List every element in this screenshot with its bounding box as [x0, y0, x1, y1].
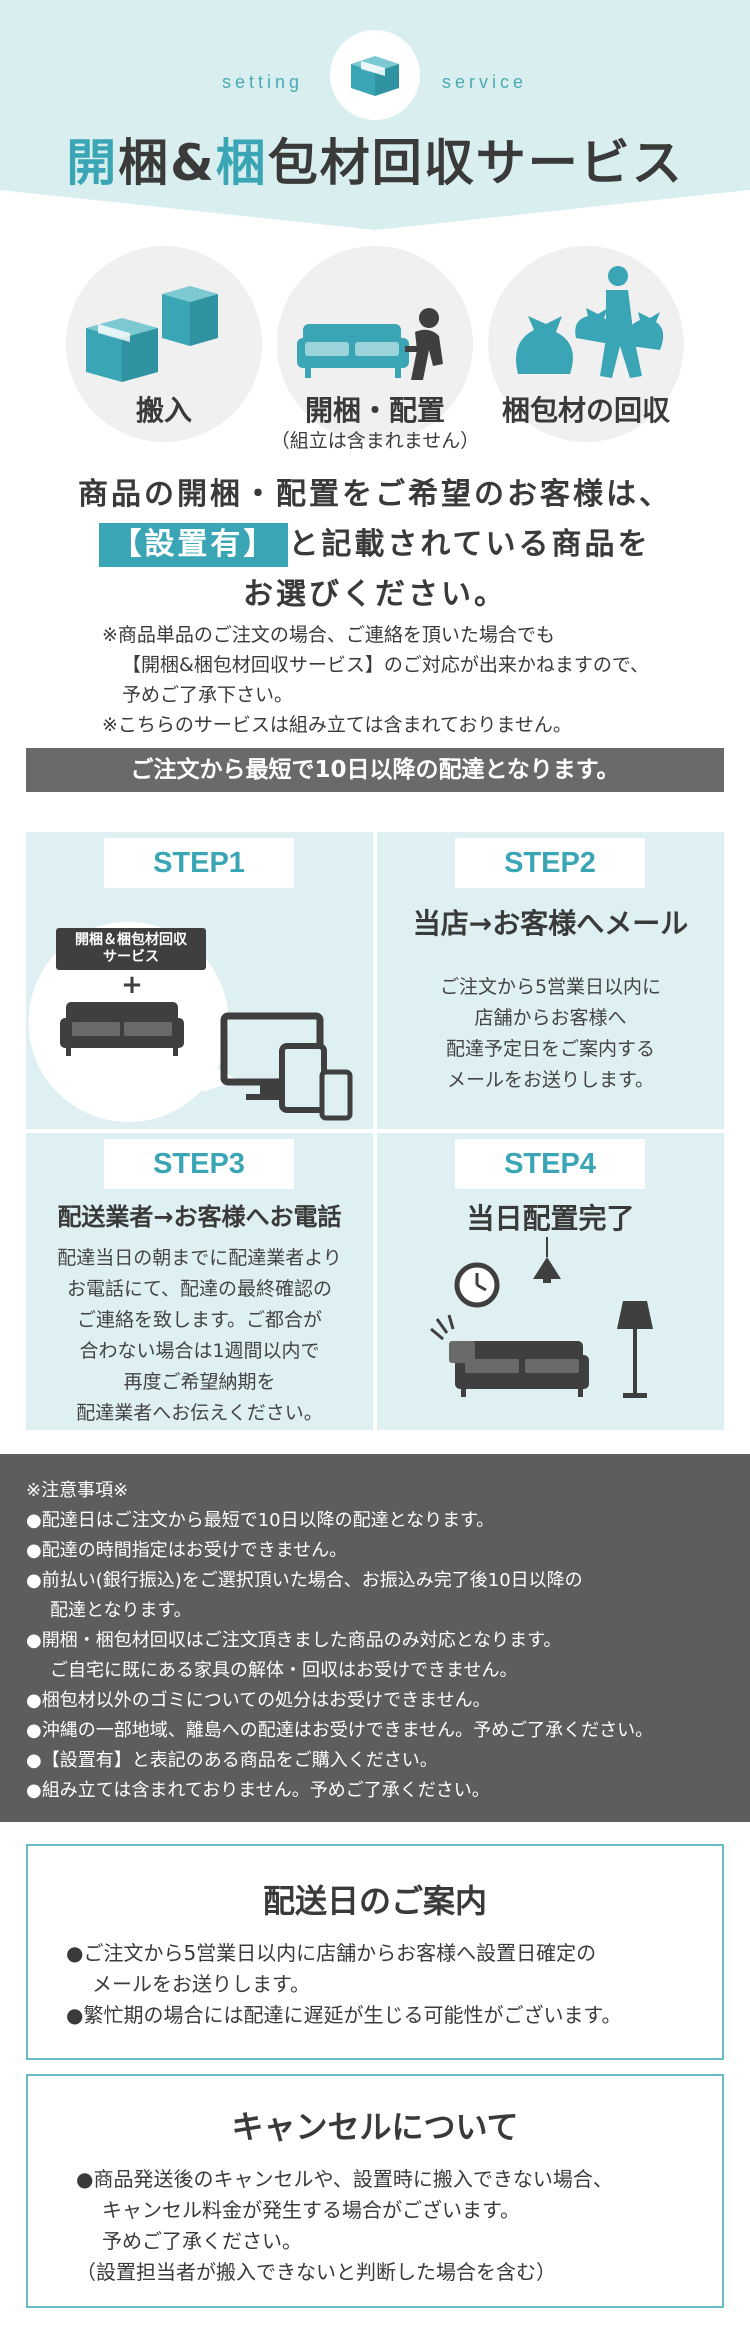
- intro-text: 商品の開梱・配置をご希望のお客様は、 【設置有】と記載されている商品を お選びく…: [0, 470, 750, 620]
- header-badge: [330, 30, 420, 120]
- step-badge: STEP3: [104, 1139, 294, 1189]
- feature-sublabel: （組立は含まれません）: [270, 430, 480, 452]
- feature-label: 梱包材の回収: [501, 394, 670, 427]
- feature-circle: 搬入: [66, 246, 262, 442]
- boxes-icon: [86, 286, 218, 382]
- step-line: 配達当日の朝までに配達業者より: [57, 1247, 342, 1269]
- delivery-line: ●繁忙期の場合には配達に遅延が生じる可能性がございます。: [66, 2003, 622, 2027]
- step-line: ご注文から5営業日以内に: [439, 976, 662, 998]
- step-3: STEP3 配送業者→お客様へお電話 配達当日の朝までに配達業者より お電話にて…: [26, 1133, 373, 1430]
- intro-line-1: 商品の開梱・配置をご希望のお客様は、: [78, 477, 672, 512]
- intro-line-2: 【設置有】と記載されている商品を: [0, 520, 750, 570]
- intro-line-3: お選びください。: [243, 577, 507, 612]
- feature-circle: 開梱・配置 （組立は含まれません）: [271, 246, 479, 452]
- feature-circle: 梱包材の回収: [488, 246, 684, 442]
- pendant-lamp-icon: [533, 1237, 561, 1283]
- delivery-notice-bar: ご注文から最短で10日以降の配達となります。: [26, 748, 724, 792]
- note-line: ※こちらのサービスは組み立ては含まれておりません。: [102, 714, 572, 736]
- delivery-line: メールをお送りします。: [92, 1972, 310, 1996]
- step-line: 再度ご希望納期を: [123, 1371, 276, 1393]
- step-line: 配達業者へお伝えください。: [76, 1402, 323, 1424]
- cardboard-box-icon: [351, 56, 399, 96]
- title-accent-2: 梱: [215, 134, 268, 192]
- step-line: ご連絡を致します。ご都合が: [76, 1309, 323, 1331]
- note-line: ※商品単品のご注文の場合、ご連絡を頂いた場合でも: [102, 624, 555, 646]
- step-body: ご注文から5営業日以内に 店舗からお客様へ 配達予定日をご案内する メールをお送…: [377, 972, 724, 1096]
- cancel-info-body: ●商品発送後のキャンセルや、設置時に搬入できない場合、 キャンセル料金が発生する…: [76, 2164, 716, 2288]
- step-line: メールをお送りします。: [446, 1069, 655, 1091]
- sofa-icon: [449, 1341, 589, 1397]
- intro-line-2-rest: と記載されている商品を: [288, 527, 651, 562]
- devices-icon: [220, 1012, 353, 1121]
- title-part-2: 梱&: [118, 134, 216, 192]
- step-line: 合わない場合は1週間以内で: [79, 1340, 320, 1362]
- note-line: 予めご了承下さい。: [122, 684, 294, 706]
- cancel-line: ●商品発送後のキャンセルや、設置時に搬入できない場合、: [76, 2167, 613, 2191]
- caution-item: ご自宅に既にある家具の解体・回収はお受けできません。: [50, 1660, 518, 1681]
- step-heading: 当日配置完了: [466, 1202, 635, 1235]
- step-4: STEP4 当日配置完了: [377, 1133, 724, 1430]
- note-line: 【開梱&梱包材回収サービス】のご対応が出来かねますので、: [122, 654, 650, 676]
- step-1-illustration: [28, 921, 353, 1123]
- cancel-line: キャンセル料金が発生する場合がございます。: [102, 2198, 520, 2222]
- garbage-bag-worker-icon: [516, 266, 664, 378]
- steps-grid: STEP1: [26, 832, 724, 1432]
- step-heading: 当店→お客様へメール: [412, 907, 689, 940]
- caution-item: ●配達日はご注文から最短で10日以降の配達となります。: [26, 1510, 495, 1531]
- service-tag: 開梱＆梱包材回収 サービス: [56, 932, 206, 966]
- feature-delivery: 搬入: [66, 246, 262, 442]
- feature-label: 搬入: [135, 394, 192, 427]
- title-accent-1: 開: [66, 134, 119, 192]
- step-badge: STEP4: [455, 1139, 645, 1189]
- caution-section: ※注意事項※ ●配達日はご注文から最短で10日以降の配達となります。 ●配達の時…: [0, 1454, 750, 1822]
- installation-tag: 【設置有】: [99, 523, 289, 567]
- service-tag-line-2: サービス: [103, 949, 159, 965]
- clock-icon: [454, 1262, 500, 1308]
- cancel-info-title: キャンセルについて: [231, 2108, 519, 2146]
- title-part-4: 包材回収サービス: [267, 134, 684, 192]
- step-line: 店舗からお客様へ: [474, 1007, 627, 1029]
- caution-item: ●沖縄の一部地域、離島への配達はお受けできません。予めご了承ください。: [26, 1720, 654, 1741]
- feature-label: 開梱・配置: [304, 394, 445, 427]
- step-2: STEP2 当店→お客様へメール ご注文から5営業日以内に 店舗からお客様へ 配…: [377, 832, 724, 1129]
- service-tag-line-1: 開梱＆梱包材回収: [75, 932, 187, 948]
- delivery-info-body: ●ご注文から5営業日以内に店舗からお客様へ設置日確定の メールをお送りします。 …: [66, 1938, 706, 2031]
- step-badge: STEP2: [455, 838, 645, 888]
- step-badge: STEP1: [104, 838, 294, 888]
- feature-packaging-collection: 梱包材の回収: [488, 246, 684, 442]
- cancel-info-box: キャンセルについて ●商品発送後のキャンセルや、設置時に搬入できない場合、 キャ…: [26, 2074, 724, 2308]
- caution-item: ●梱包材以外のゴミについての処分はお受けできません。: [26, 1690, 491, 1711]
- caution-item: ●組み立ては含まれておりません。予めご了承ください。: [26, 1780, 490, 1801]
- caution-item: ●開梱・梱包材回収はご注文頂きました商品のみ対応となります。: [26, 1630, 562, 1651]
- step-heading: 配送業者→お客様へお電話: [57, 1203, 342, 1231]
- notes: ※商品単品のご注文の場合、ご連絡を頂いた場合でも 【開梱&梱包材回収サービス】の…: [102, 620, 722, 740]
- feature-circles: 搬入 開梱・配置 （組立は含まれません）: [0, 246, 750, 456]
- delivery-line: ●ご注文から5営業日以内に店舗からお客様へ設置日確定の: [66, 1941, 597, 1965]
- step-1: STEP1: [26, 832, 373, 1129]
- eyebrow-setting: setting: [222, 72, 304, 92]
- caution-item: ●配達の時間指定はお受けできません。: [26, 1540, 348, 1561]
- caution-item: ●前払い(銀行振込)をご選択頂いた場合、お振込み完了後10日以降の: [26, 1570, 583, 1591]
- header: setting service 開梱&梱包材回収サービス: [0, 0, 750, 230]
- step-line: お電話にて、配達の最終確認の: [66, 1278, 333, 1300]
- caution-item: ●【設置有】と表記のある商品をご購入ください。: [26, 1750, 438, 1771]
- feature-unpack-place: 開梱・配置 （組立は含まれません）: [271, 246, 479, 452]
- eyebrow-service: service: [442, 72, 528, 92]
- step-line: 配達予定日をご案内する: [445, 1038, 655, 1060]
- cancel-line: （設置担当者が搬入できないと判断した場合を含む）: [76, 2260, 556, 2284]
- delivery-info-title: 配送日のご案内: [262, 1882, 487, 1920]
- delivery-info-box: 配送日のご案内 ●ご注文から5営業日以内に店舗からお客様へ設置日確定の メールを…: [26, 1844, 724, 2060]
- sofa-icon: [60, 1002, 184, 1056]
- sofa-worker-icon: [297, 308, 443, 380]
- caution-item: 配達となります。: [50, 1600, 192, 1621]
- plus-sign: +: [121, 970, 143, 1000]
- step-4-illustration: [430, 1237, 653, 1398]
- cancel-line: 予めご了承ください。: [102, 2229, 302, 2253]
- step-body: 配達当日の朝までに配達業者より お電話にて、配達の最終確認の ご連絡を致します。…: [26, 1243, 373, 1429]
- caution-title: ※注意事項※: [26, 1480, 129, 1501]
- page-title: 開梱&梱包材回収サービス: [0, 123, 750, 195]
- floor-lamp-icon: [617, 1301, 653, 1398]
